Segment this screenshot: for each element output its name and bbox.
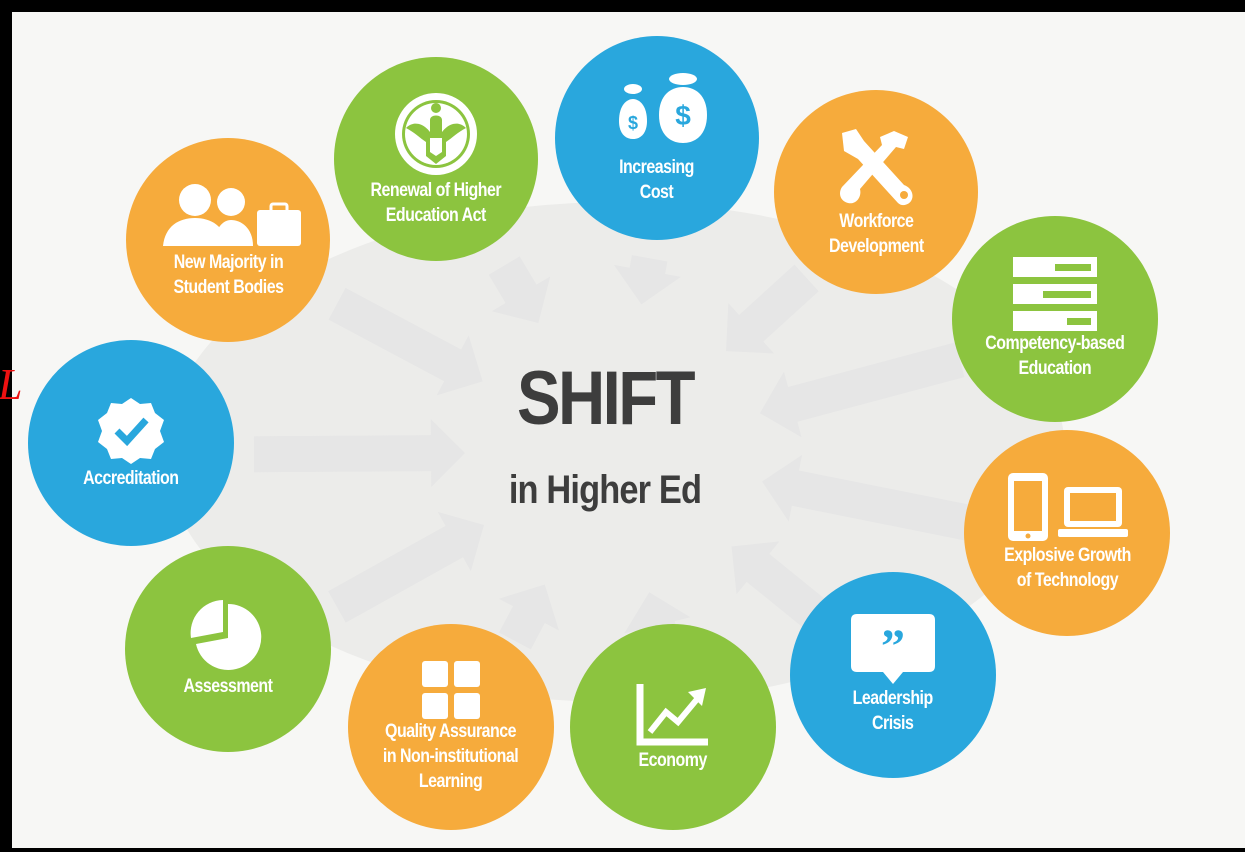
background-graphic: [165, 202, 1065, 702]
grid-squares-icon: [422, 660, 480, 719]
node-label: Economy: [638, 749, 708, 771]
flow-arrow: [328, 511, 484, 623]
flow-arrow: [762, 454, 974, 541]
flow-arrow: [253, 419, 466, 488]
edge-glyph: L: [0, 360, 23, 409]
node-economy: Economy: [570, 624, 776, 830]
flow-arrow: [759, 342, 965, 438]
quote-bubble-icon: ”: [851, 614, 935, 684]
pie-chart-icon: [190, 599, 262, 670]
tools-icon: [840, 129, 913, 206]
node-renewal-hea: Renewal of Higher Education Act: [334, 57, 538, 261]
node-label: New Majority in Student Bodies: [173, 252, 283, 298]
node-leadership-crisis: ” Leadership Crisis: [790, 572, 996, 778]
node-assessment: Assessment: [125, 546, 331, 752]
node-label: Assessment: [183, 675, 273, 697]
node-competency-based-education: Competency-based Education: [952, 216, 1158, 422]
stacked-bars-icon: [1013, 257, 1097, 331]
node-increasing-cost: $ $ Increasing Cost: [555, 36, 759, 240]
flow-arrow: [613, 255, 681, 305]
svg-text:$: $: [675, 100, 691, 131]
node-quality-assurance: Quality Assurance in Non-institutional L…: [348, 624, 554, 830]
flow-arrow: [328, 287, 483, 396]
flow-arrow: [726, 264, 819, 354]
node-label: Quality Assurance in Non-institutional L…: [383, 720, 519, 792]
node-label: Workforce Development: [828, 211, 924, 257]
node-label: Competency-based Education: [985, 333, 1125, 379]
eagle-seal-icon: [395, 93, 477, 175]
flow-arrow: [498, 584, 559, 650]
flow-arrow: [731, 541, 831, 632]
center-title: SHIFT: [517, 356, 695, 441]
node-label: Increasing Cost: [619, 157, 695, 203]
node-label: Leadership Crisis: [852, 688, 934, 734]
center-subtitle: in Higher Ed: [508, 468, 702, 512]
node-label: Explosive Growth of Technology: [1003, 545, 1131, 591]
svg-text:”: ”: [881, 620, 905, 673]
trend-chart-icon: [636, 683, 708, 745]
checkmark-badge-icon: [98, 397, 164, 464]
money-bags-icon: $ $: [619, 73, 707, 143]
people-briefcase-icon: [163, 184, 301, 246]
node-new-majority: New Majority in Student Bodies: [126, 138, 330, 342]
node-label: Renewal of Higher Education Act: [370, 180, 502, 226]
node-accreditation: Accreditation: [28, 340, 234, 546]
node-workforce-development: Workforce Development: [774, 90, 978, 294]
node-explosive-growth-of-technology: Explosive Growth of Technology: [964, 430, 1170, 636]
devices-icon: [1008, 473, 1128, 541]
flow-arrow: [488, 256, 551, 324]
svg-text:$: $: [628, 113, 638, 133]
node-label: Accreditation: [83, 467, 179, 489]
